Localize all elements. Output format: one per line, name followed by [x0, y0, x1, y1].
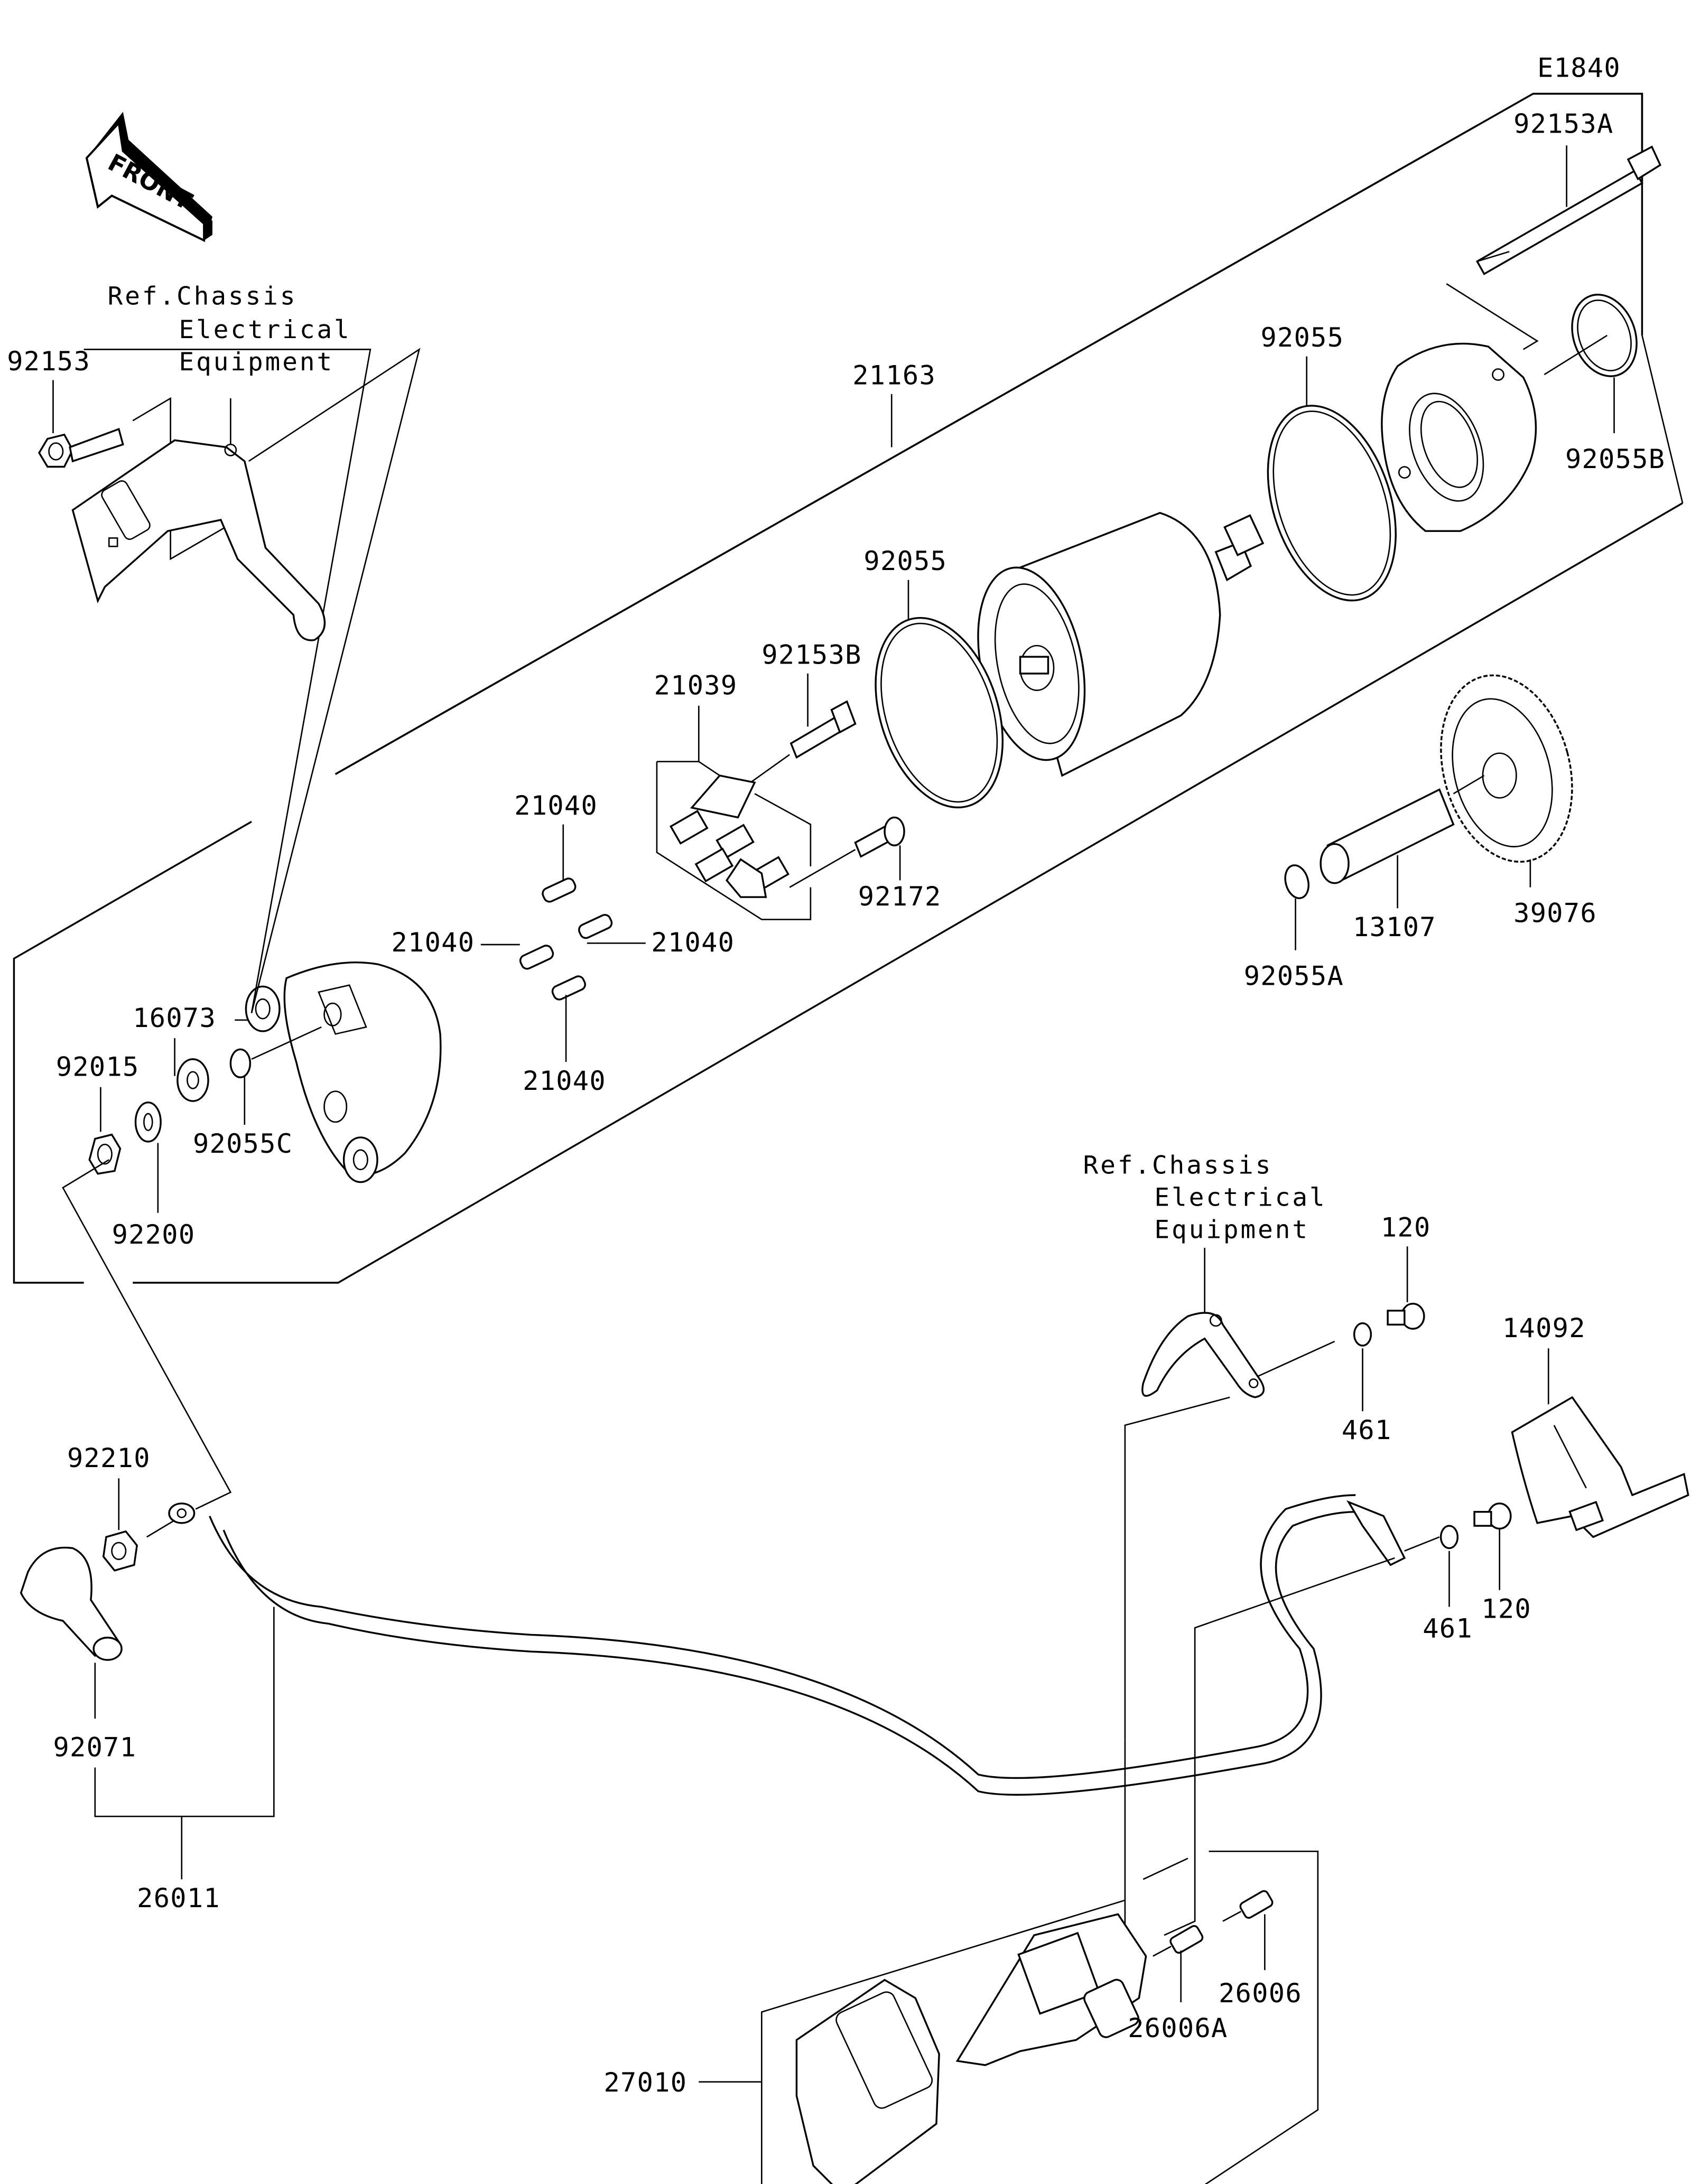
part-92015-nut: [88, 1133, 122, 1175]
label-461-bottom: 461: [1423, 1613, 1473, 1644]
ref-note-1-line3: Equipment: [179, 348, 335, 377]
ref-note-1-line2: Electrical: [179, 315, 351, 344]
part-92055A-oring: [1284, 864, 1309, 899]
part-92153B-bolt: [789, 700, 857, 759]
ref-note-2-line2: Electrical: [1154, 1183, 1326, 1212]
part-16073-insulator: [176, 1058, 209, 1102]
part-26006-fuse: [1222, 1890, 1274, 1922]
label-92153: 92153: [7, 346, 90, 377]
spring-21040-right-icon: [578, 913, 613, 939]
label-26011: 26011: [137, 1882, 220, 1914]
label-13107: 13107: [1353, 911, 1436, 942]
part-motor-yoke: [977, 511, 1265, 777]
part-27010-relay-cover: [795, 1978, 940, 2184]
label-92210: 92210: [67, 1442, 151, 1473]
bracket-21039: [656, 761, 812, 920]
label-92153B: 92153B: [761, 639, 861, 670]
label-92015: 92015: [56, 1051, 140, 1082]
part-120-bolt-top: [1387, 1302, 1425, 1330]
label-92153A: 92153A: [1513, 108, 1613, 139]
label-120-top: 120: [1381, 1212, 1431, 1243]
label-21040-right: 21040: [651, 927, 735, 958]
label-92071: 92071: [53, 1732, 136, 1763]
assembly-outline-27010: [761, 1851, 1319, 2184]
part-39076-gear: [1440, 674, 1573, 863]
label-92055-top: 92055: [1260, 322, 1344, 353]
part-92153-bolt: [38, 427, 124, 468]
part-92071-boot: [20, 1546, 123, 1661]
label-92055A: 92055A: [1244, 960, 1344, 992]
part-21039-brush-holder: [670, 774, 789, 898]
assembly-outline-frame: [13, 92, 1683, 1284]
part-461-washer-bottom: [1439, 1525, 1459, 1550]
label-21040-left: 21040: [391, 927, 475, 958]
ref-note-2-line3: Equipment: [1154, 1215, 1309, 1244]
part-92200-washer: [134, 1102, 162, 1143]
label-21040-top: 21040: [514, 790, 598, 821]
label-39076: 39076: [1513, 898, 1597, 929]
part-120-bolt-bottom: [1473, 1502, 1512, 1530]
part-ref-bracket-2: [1141, 1312, 1265, 1398]
part-92153A-bolt: [1476, 145, 1662, 275]
part-front-cover: [1381, 342, 1537, 532]
label-92055C: 92055C: [193, 1128, 293, 1159]
label-461-top: 461: [1342, 1414, 1392, 1445]
ref-note-2-line1: Ref.Chassis: [1083, 1151, 1273, 1180]
part-92055-oring-top: [1267, 405, 1397, 602]
part-26006A-fuse: [1153, 1925, 1204, 1957]
label-21040-bottom: 21040: [523, 1065, 606, 1096]
part-92055-oring-mid: [875, 617, 1004, 809]
label-14092: 14092: [1502, 1312, 1586, 1343]
part-92055B-oring: [1571, 294, 1638, 377]
label-92055-mid: 92055: [863, 545, 947, 576]
part-13107-shaft: [1320, 774, 1485, 884]
part-92172-bolt: [854, 816, 905, 858]
label-27010: 27010: [603, 2067, 687, 2098]
label-16073: 16073: [133, 1002, 216, 1033]
part-461-washer-top: [1353, 1322, 1372, 1347]
label-21039: 21039: [654, 670, 738, 701]
label-21163: 21163: [852, 359, 936, 390]
part-rear-end-cover: [245, 962, 442, 1183]
spring-21040-bottom-icon: [551, 975, 586, 1001]
label-26006A: 26006A: [1128, 2012, 1228, 2043]
part-bracket-ref: [71, 439, 326, 641]
part-92210-nut: [102, 1530, 138, 1572]
part-92055C-oring: [229, 1048, 252, 1078]
label-92055B: 92055B: [1565, 443, 1665, 474]
label-26006: 26006: [1219, 1977, 1302, 2009]
diagram-code: E1840: [1537, 52, 1621, 83]
part-27010-starter-relay: [955, 1913, 1147, 2066]
label-120-bottom: 120: [1481, 1593, 1531, 1625]
label-92200: 92200: [112, 1219, 196, 1250]
part-26011-cable: [168, 1494, 1406, 1796]
spring-21040-top-icon: [542, 878, 577, 903]
label-92172: 92172: [858, 881, 942, 912]
part-14092-cover: [1511, 1396, 1689, 1538]
spring-21040-left-icon: [519, 945, 554, 970]
ref-note-1-line1: Ref.Chassis: [108, 282, 298, 311]
